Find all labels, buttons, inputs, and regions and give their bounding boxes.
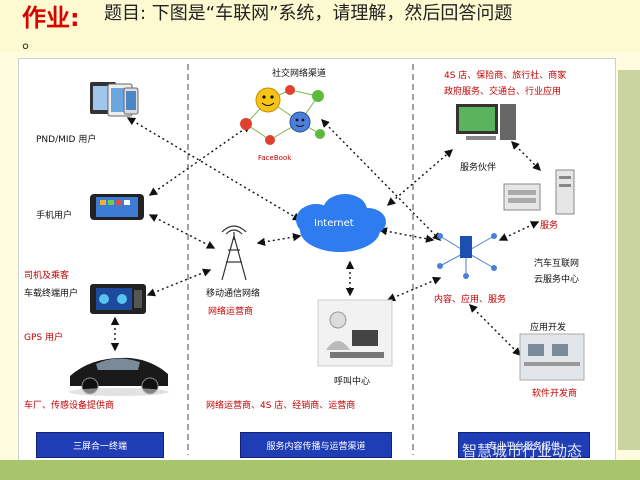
mobile-network-label: 移动通信网络 [206, 289, 261, 299]
vehicle-terminal-icon [90, 284, 146, 314]
connection-arrows [110, 117, 541, 356]
arrow-tower-internet [256, 233, 302, 246]
facebook-label: FaceBook [258, 154, 292, 162]
providers-label: 网络运营商、4S 店、经销商、运营商 [206, 401, 356, 411]
service-orgs-label-1: 4S 店、保险商、旅行社、商家 [444, 71, 567, 81]
content-app-service-label: 内容、应用、服务 [434, 295, 507, 305]
pnd-user-label: PND/MID 用户 [36, 135, 97, 145]
sports-car-icon [69, 357, 169, 396]
footer-terminals-box: 三屏合一终端 [36, 432, 164, 458]
watermark-text: 智慧城市行业动态 [462, 442, 583, 460]
right-decor-strip [618, 70, 640, 450]
arrow-phone-tower [148, 214, 216, 249]
footer-channels-box: 服务内容传播与运营渠道 [240, 432, 392, 458]
gps-user-label: GPS 用户 [24, 333, 63, 343]
question-tail: 。 [22, 32, 40, 53]
question-text: 题目: 下图是“车联网”系统，请理解，然后回答问题 [104, 3, 513, 24]
vehicle-terminal-label: 车载终端用户 [24, 289, 79, 299]
footer-platform-box: 专业平台服务提供 [458, 432, 590, 458]
arrow-phone-social [148, 124, 252, 196]
arrow-social-cloud [321, 119, 441, 241]
server-icon [503, 169, 575, 215]
arrow-terminal-tower [146, 268, 212, 297]
app-dev-label: 应用开发 [530, 323, 567, 333]
cloud-hub-icon [437, 233, 497, 279]
network-operator-label: 网络运营商 [208, 307, 254, 317]
arrow-internet-cloud [378, 227, 435, 243]
arrow-internet-partner [386, 149, 454, 206]
cloud-label-2: 云服务中心 [534, 275, 580, 285]
tablet-devices-icon [90, 82, 139, 117]
car-maker-label: 车厂、传感设备提供商 [24, 401, 115, 411]
call-center-label: 呼叫中心 [334, 377, 371, 387]
server-label: 服务 [540, 221, 559, 231]
service-partner-label: 服务伙伴 [460, 163, 497, 173]
bottom-decor-bar [0, 460, 640, 480]
homework-label: 作业: [22, 4, 80, 32]
office-photo-icon [519, 333, 585, 381]
arrow-callcenter-cloud [386, 276, 442, 302]
call-center-icon [317, 299, 393, 367]
arrow-partner-server [511, 141, 541, 171]
internet-label: Internet [314, 218, 354, 229]
arrow-cloud-server [498, 221, 540, 241]
phone-user-label: 手机用户 [36, 211, 73, 221]
arrow-cloud-appdev [469, 304, 521, 356]
workstation-icon [456, 104, 516, 140]
social-network-icon [240, 85, 325, 145]
smartphone-icon [90, 194, 144, 220]
arrow-pnd-internet [126, 117, 302, 221]
software-dev-label: 软件开发商 [532, 389, 578, 399]
diagram-frame [18, 58, 616, 466]
cell-tower-icon [221, 225, 247, 281]
social-channel-label: 社交网络渠道 [272, 69, 327, 79]
header [0, 0, 640, 52]
cloud-label-1: 汽车互联网 [534, 259, 580, 269]
driver-passenger-label: 司机及乘客 [24, 271, 70, 281]
service-orgs-label-2: 政府服务、交通台、行业应用 [444, 87, 562, 97]
internet-cloud-icon [296, 194, 386, 252]
